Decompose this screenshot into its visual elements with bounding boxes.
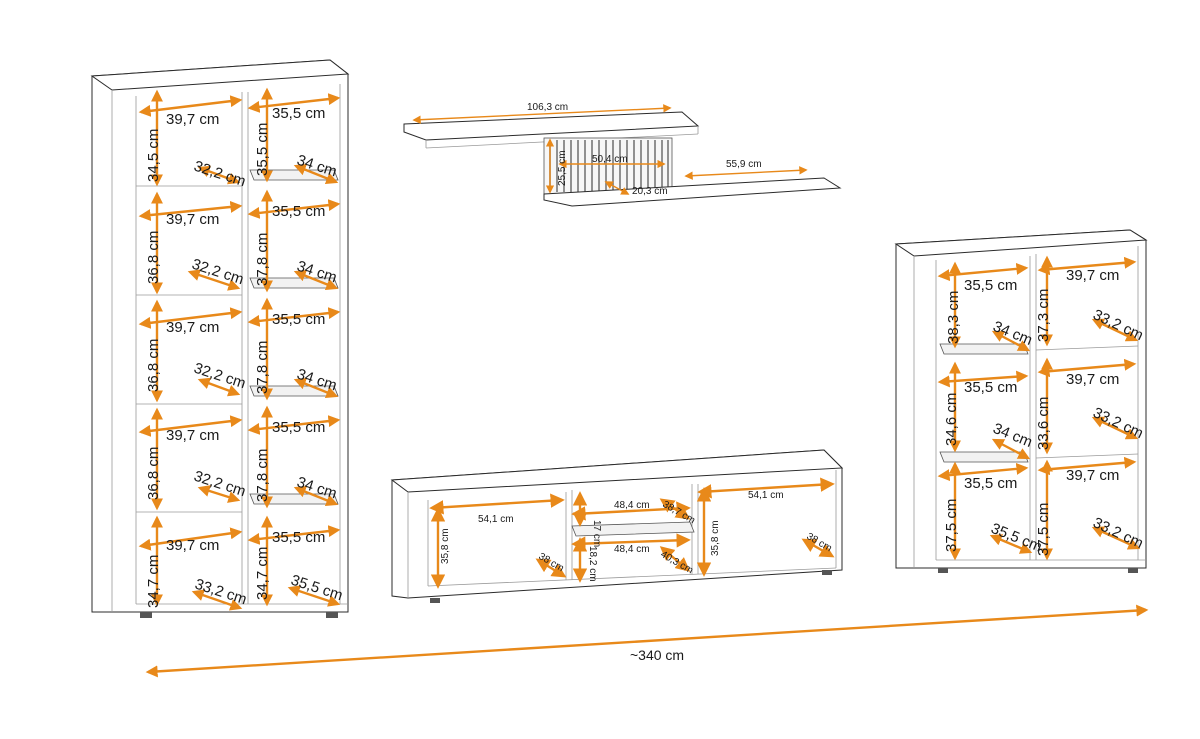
dim-label: 39,7 cm <box>166 427 219 444</box>
tv-board <box>390 449 844 603</box>
tall-cabinet-top <box>90 59 350 91</box>
dim-label: 39,7 cm <box>1066 371 1119 388</box>
small-cabinet-foot <box>938 568 948 573</box>
dim-label: 35,5 cm <box>254 123 271 176</box>
total-width-dimension: ~340 cm <box>145 604 1149 678</box>
tall-cabinet-foot <box>140 612 152 618</box>
dim-label: 48,4 cm <box>614 500 650 511</box>
wall-shelf-dimensions: 106,3 cm 25,5 cm 50,4 cm 20,3 cm 55,9 cm <box>412 102 808 197</box>
dim-label: 35,5 cm <box>272 419 325 436</box>
dim-label: 18,2 cm <box>587 546 598 582</box>
total-width-label: ~340 cm <box>630 647 684 663</box>
dim-label: 36,8 cm <box>145 231 162 284</box>
dim-label: 34,7 cm <box>145 555 162 608</box>
dim-label: 35,5 cm <box>964 277 1017 294</box>
dim-label: 35,5 cm <box>964 379 1017 396</box>
dim-label: 55,9 cm <box>726 159 762 170</box>
tv-board-foot <box>822 570 832 575</box>
dim-label: 35,5 cm <box>272 105 325 122</box>
dim-label: 106,3 cm <box>527 102 568 113</box>
small-cabinet-dimensions: 35,5 cm 38,3 cm 34 cm 35,5 cm 34,6 cm 34… <box>937 255 1146 561</box>
dim-label: 37,8 cm <box>254 341 271 394</box>
dim-label: 35,5 cm <box>272 529 325 546</box>
wall-shelf-top-board <box>403 111 700 141</box>
dim-label: 36,8 cm <box>145 339 162 392</box>
dim-label: 37,8 cm <box>254 233 271 286</box>
dim-label: 39,7 cm <box>1066 267 1119 284</box>
dim-label: 34,5 cm <box>145 129 162 182</box>
dim-label: 39,7 cm <box>166 211 219 228</box>
dim-label: 39,7 cm <box>1066 467 1119 484</box>
small-cabinet-top <box>894 229 1148 257</box>
dim-label: 36,8 cm <box>145 447 162 500</box>
dim-label: 35,8 cm <box>440 528 451 564</box>
dim-label: 35,5 cm <box>964 475 1017 492</box>
dim-label: 25,5 cm <box>557 150 568 186</box>
tv-board-top <box>390 449 844 493</box>
dim-label: 39,7 cm <box>166 537 219 554</box>
dim-label: 50,4 cm <box>592 154 628 165</box>
dim-label: 39,7 cm <box>166 111 219 128</box>
dim-label: 37,5 cm <box>943 499 960 552</box>
dim-label: 34,6 cm <box>943 393 960 446</box>
dim-label: 35,5 cm <box>272 203 325 220</box>
dim-label: 17 cm <box>591 520 602 547</box>
dim-label: 54,1 cm <box>478 514 514 525</box>
dim-label: 37,8 cm <box>254 449 271 502</box>
dim-label: 35,5 cm <box>272 311 325 328</box>
dim-label: 38,3 cm <box>945 291 962 344</box>
wall-shelf-lower-board <box>543 177 842 207</box>
tall-cabinet-foot <box>326 612 338 618</box>
dim-label: 48,4 cm <box>614 544 650 555</box>
dim-label: 39,7 cm <box>166 319 219 336</box>
dim-label: 33,6 cm <box>1035 397 1052 450</box>
tv-board-foot <box>430 598 440 603</box>
dim-label: 20,3 cm <box>632 186 668 197</box>
dim-label: 34,7 cm <box>254 547 271 600</box>
dim-label: 37,5 cm <box>1035 503 1052 556</box>
dim-label: 54,1 cm <box>748 490 784 501</box>
dim-label: 37,3 cm <box>1035 289 1052 342</box>
dim-label: 35,8 cm <box>710 520 721 556</box>
small-cabinet-foot <box>1128 568 1138 573</box>
